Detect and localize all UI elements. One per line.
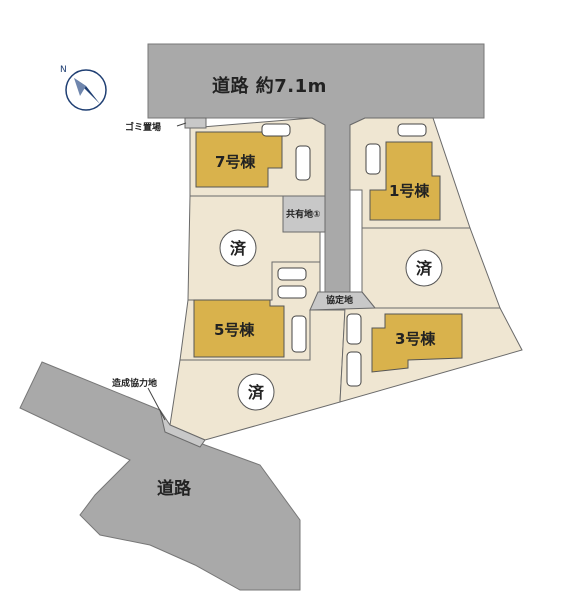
agreement-land-label: 協定地 [326,294,353,306]
car-icon [291,315,307,353]
building-1-label: 1号棟 [389,182,430,200]
car-icon [346,351,362,387]
car-icon [261,123,291,137]
car-icon [397,123,427,137]
agreement-land-area [309,291,377,311]
sold-marker-east [405,249,443,287]
sold-label-east: 済 [416,259,433,278]
shared-land-label: 共有地① [286,208,321,220]
car-icon [277,267,307,281]
parking-spaces [261,123,427,387]
southwest-road-label: 道路 [157,478,192,499]
construction-leader-line [147,387,166,421]
building-3 [371,313,463,373]
building-3-label: 3号棟 [395,330,436,348]
car-icon [346,313,362,345]
construction-area [159,409,206,448]
building-1 [369,141,441,221]
sold-marker-southwest [237,373,275,411]
car-icon [365,143,381,175]
sold-label-west: 済 [230,239,247,258]
building-5-label: 5号棟 [214,321,255,339]
building-7-label: 7号棟 [215,153,256,171]
building-5 [193,299,285,358]
garbage-area [184,117,207,129]
north-road-label: 道路 約7.1m [212,75,327,97]
car-icon [295,145,311,181]
garbage-label: ゴミ置場 [125,121,161,133]
shared-land-area [282,195,326,233]
car-icon [277,285,307,299]
svg-text:N: N [60,65,67,75]
sold-label-southwest: 済 [248,383,265,402]
north-arrow-icon: N [60,65,107,111]
construction-label: 造成協力地 [112,377,157,389]
garbage-leader-line [176,122,187,127]
sold-marker-west [219,229,257,267]
